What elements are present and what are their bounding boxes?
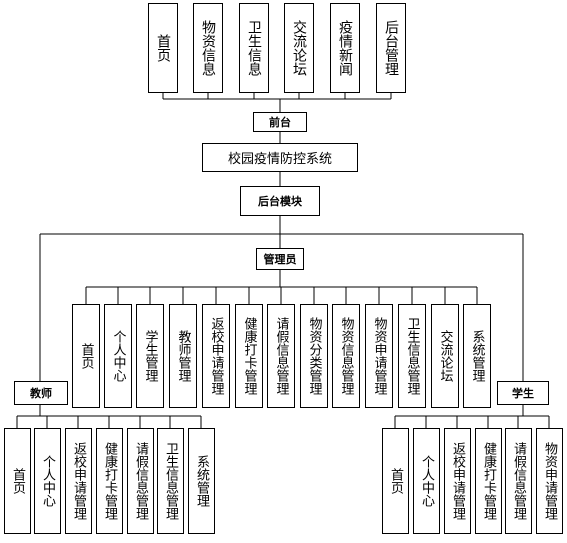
teacher-item-home: 首页 bbox=[4, 428, 31, 534]
admin-item-hygiene: 卫生信息管理 bbox=[398, 304, 426, 408]
student-item-supply-requests: 物资申请管理 bbox=[536, 428, 563, 534]
front-item-home: 首页 bbox=[148, 3, 178, 93]
teacher-item-health-checkin: 健康打卡管理 bbox=[96, 428, 123, 534]
student-item-home: 首页 bbox=[382, 428, 409, 534]
front-label: 前台 bbox=[253, 112, 307, 132]
admin-item-system: 系统管理 bbox=[463, 304, 491, 408]
admin-item-supply-info: 物资信息管理 bbox=[332, 304, 360, 408]
admin-item-supply-requests: 物资申请管理 bbox=[365, 304, 393, 408]
student-role: 学生 bbox=[497, 381, 549, 405]
admin-item-leave: 请假信息管理 bbox=[267, 304, 295, 408]
admin-item-return-applications: 返校申请管理 bbox=[202, 304, 230, 408]
front-item-hygiene: 卫生信息 bbox=[239, 3, 269, 93]
student-item-leave: 请假信息管理 bbox=[505, 428, 532, 534]
teacher-item-leave: 请假信息管理 bbox=[127, 428, 154, 534]
teacher-item-hygiene: 卫生信息管理 bbox=[157, 428, 184, 534]
front-item-supplies: 物资信息 bbox=[193, 3, 223, 93]
system-title: 校园疫情防控系统 bbox=[202, 143, 358, 172]
student-item-health-checkin: 健康打卡管理 bbox=[475, 428, 502, 534]
front-item-forum: 交流论坛 bbox=[284, 3, 314, 93]
front-item-news: 疫情新闻 bbox=[330, 3, 360, 93]
student-item-return-applications: 返校申请管理 bbox=[444, 428, 471, 534]
teacher-item-return-applications: 返校申请管理 bbox=[65, 428, 92, 534]
teacher-role: 教师 bbox=[14, 381, 68, 405]
admin-role: 管理员 bbox=[256, 248, 304, 270]
admin-item-profile: 个人中心 bbox=[104, 304, 132, 408]
student-item-profile: 个人中心 bbox=[413, 428, 440, 534]
admin-item-teachers: 教师管理 bbox=[169, 304, 197, 408]
admin-item-supply-categories: 物资分类管理 bbox=[300, 304, 328, 408]
admin-item-forum: 交流论坛 bbox=[431, 304, 459, 408]
admin-item-home: 首页 bbox=[72, 304, 100, 408]
front-item-admin: 后台管理 bbox=[376, 3, 406, 93]
teacher-item-profile: 个人中心 bbox=[34, 428, 61, 534]
teacher-item-system: 系统管理 bbox=[188, 428, 215, 534]
backend-label: 后台模块 bbox=[240, 186, 320, 216]
admin-item-students: 学生管理 bbox=[136, 304, 164, 408]
admin-item-health-checkin: 健康打卡管理 bbox=[235, 304, 263, 408]
